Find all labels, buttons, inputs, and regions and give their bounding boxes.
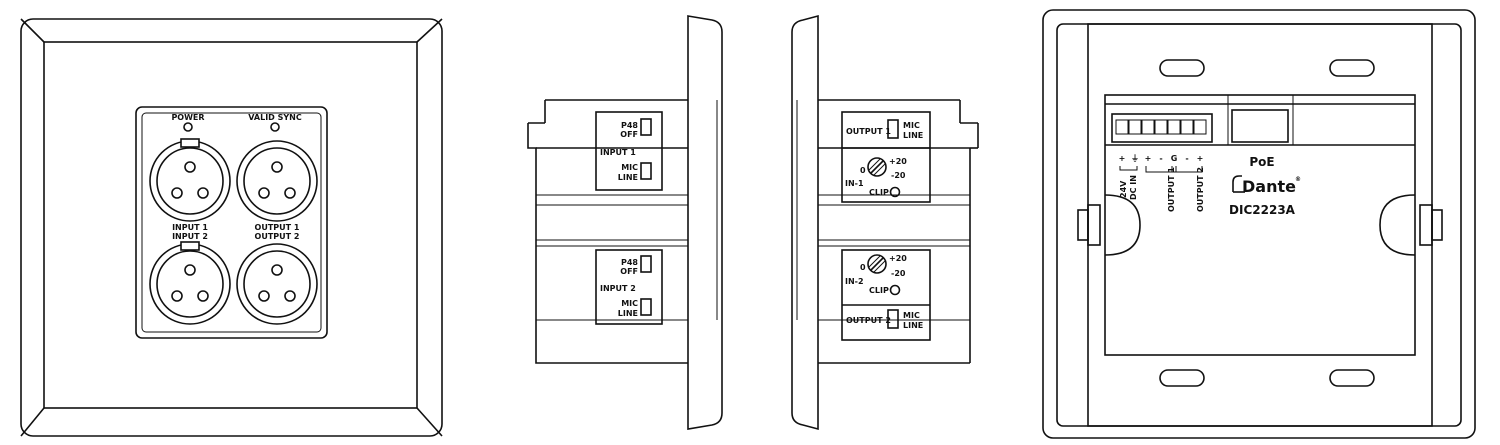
right-line-label-1: LINE (903, 131, 923, 140)
right-upper-block (841, 111, 931, 203)
rear-module-body (1104, 94, 1416, 356)
front-view: POWER VALID SYNC INPUT 1 INPUT 2 OUTPUT … (20, 18, 443, 437)
right-output-1-label: OUTPUT 1 (846, 127, 891, 136)
input-1-xlr-connector (149, 138, 231, 222)
right-output-2-label: OUTPUT 2 (846, 316, 891, 325)
terminal-block (1111, 113, 1213, 143)
p48-switch-2 (640, 255, 652, 273)
poe-label: PoE (1249, 155, 1274, 169)
dante-registered-mark: ® (1295, 176, 1301, 183)
input-1-label: INPUT 1 (172, 223, 208, 232)
rear-view: + ⏚ + - G - + 24V DC IN OUTPUT 1 OUTPUT … (1042, 9, 1476, 439)
right-side-plate (791, 14, 819, 431)
line-label-1: LINE (618, 173, 638, 182)
mounting-slot-bottom-left (1159, 369, 1205, 387)
clip-label-2: CLIP (869, 286, 889, 295)
output-1-label: OUTPUT 1 (255, 223, 300, 232)
term-plus-2: + (1145, 154, 1152, 163)
front-plate-outer (20, 18, 443, 437)
left-side-view: P48 OFF INPUT 1 MIC LINE P48 OFF INPUT 2… (527, 15, 723, 430)
rj45-port (1231, 109, 1289, 143)
clip-led-1 (889, 186, 901, 198)
gain-minus20-label-1: -20 (891, 171, 906, 180)
output-2-label: OUTPUT 2 (255, 232, 300, 241)
gain-zero-label-1: 0 (860, 166, 866, 175)
term-minus-1: - (1159, 154, 1162, 163)
mic-line-switch-1 (640, 162, 652, 180)
term-plus-1: + (1119, 154, 1126, 163)
rear-plate-outer (1042, 9, 1476, 439)
right-side-view: OUTPUT 1 MIC LINE 0 +20 -20 IN-1 CLIP 0 … (791, 14, 979, 431)
mic-label-1: MIC (621, 163, 638, 172)
gain-minus20-label-2: -20 (891, 269, 906, 278)
valid-sync-label: VALID SYNC (248, 113, 302, 122)
gain-knob-1 (867, 157, 887, 177)
right-lower-block (841, 249, 931, 341)
off-label-1: OFF (620, 130, 638, 139)
p48-switch-1 (640, 118, 652, 136)
mounting-slot-top-right (1329, 59, 1375, 77)
p48-label-1: P48 (621, 121, 638, 130)
term-plus-3: + (1197, 154, 1204, 163)
rear-output-2-label: OUTPUT 2 (1196, 167, 1205, 212)
off-label-2: OFF (620, 267, 638, 276)
front-panel (135, 106, 328, 339)
left-clip-arc (1104, 194, 1141, 256)
mic-label-2: MIC (621, 299, 638, 308)
left-side-plate (687, 15, 723, 430)
right-clip (1431, 209, 1443, 241)
rear-dc-in-label: DC IN (1129, 175, 1138, 200)
right-line-label-2: LINE (903, 321, 923, 330)
p48-label-2: P48 (621, 258, 638, 267)
output-2-mic-line-switch (887, 309, 899, 329)
valid-sync-led (270, 122, 280, 132)
gain-plus20-label-1: +20 (889, 157, 907, 166)
input-2-xlr-connector (149, 241, 231, 325)
right-mic-label-1: MIC (903, 121, 920, 130)
gain-knob-2 (867, 254, 887, 274)
left-input-1-label: INPUT 1 (600, 148, 636, 157)
power-label: POWER (171, 113, 204, 122)
in-1-label: IN-1 (845, 179, 864, 188)
term-minus-2: - (1185, 154, 1188, 163)
gain-zero-label-2: 0 (860, 263, 866, 272)
term-ground: ⏚ (1131, 154, 1139, 163)
terminal-screws (1115, 119, 1207, 135)
right-clip-arc (1379, 194, 1416, 256)
output-2-xlr-connector (236, 243, 318, 325)
clip-label-1: CLIP (869, 188, 889, 197)
right-mic-label-2: MIC (903, 311, 920, 320)
clip-led-2 (889, 284, 901, 296)
output-1-xlr-connector (236, 140, 318, 222)
mounting-slot-bottom-right (1329, 369, 1375, 387)
rear-plate-inner (1056, 23, 1462, 427)
in-2-label: IN-2 (845, 277, 864, 286)
left-lower-switch-block (595, 249, 663, 325)
input-2-label: INPUT 2 (172, 232, 208, 241)
mic-line-switch-2 (640, 298, 652, 316)
rear-24v-label: 24V (1119, 180, 1128, 198)
line-label-2: LINE (618, 309, 638, 318)
mounting-slot-top-left (1159, 59, 1205, 77)
left-clip (1077, 209, 1089, 241)
term-g: G (1171, 154, 1178, 163)
left-upper-switch-block (595, 111, 663, 191)
power-led (183, 122, 193, 132)
output-1-mic-line-switch (887, 119, 899, 139)
dante-logo: Dante ® (1232, 175, 1301, 196)
front-plate-inner (43, 41, 418, 409)
left-input-2-label: INPUT 2 (600, 284, 636, 293)
rear-output-1-label: OUTPUT 1 (1167, 167, 1176, 212)
model-label: DIC2223A (1229, 203, 1296, 217)
dante-brand-text: Dante (1242, 177, 1296, 196)
gain-plus20-label-2: +20 (889, 254, 907, 263)
